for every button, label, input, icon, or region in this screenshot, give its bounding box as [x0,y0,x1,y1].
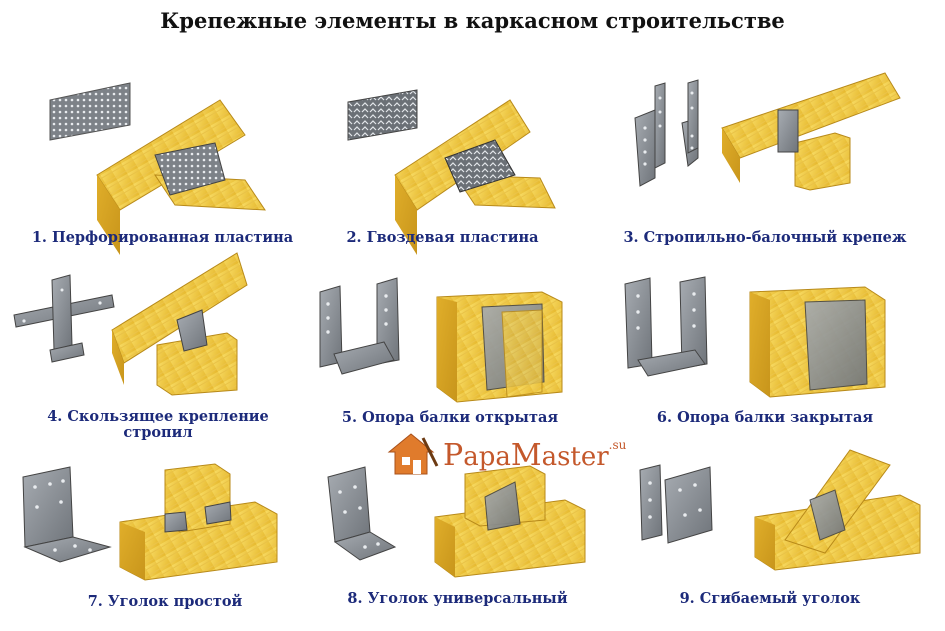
caption-7: 7. Уголок простой [87,593,243,610]
house-icon [387,433,439,475]
caption-3: 3. Стропильно-балочный крепеж [623,229,907,246]
nail-plate-illustration [347,89,556,255]
page-title: Крепежные элементы в каркасном строитель… [160,8,785,33]
sliding-mount-illustration [13,252,248,396]
papamaster-logo: PapaMaster.su [385,430,627,480]
caption-5: 5. Опора балки открытая [341,409,559,426]
rafter-beam-illustration [634,72,901,191]
caption-8: 8. Уголок универсальный [347,590,568,607]
caption-4-line2: стропил [123,424,193,441]
perforated-plate-illustration [49,82,266,255]
caption-2: 2. Гвоздевая пластина [346,229,539,246]
caption-1: 1. Перфорированная пластина [31,229,294,246]
universal-angle-illustration [327,465,586,578]
open-hanger-illustration [319,277,563,403]
simple-angle-illustration [22,463,278,581]
logo-wordmark: PapaMaster.su [443,438,627,473]
caption-9: 9. Сгибаемый уголок [679,590,861,607]
caption-6: 6. Опора балки закрытая [656,409,874,426]
bendable-angle-illustration [639,449,921,571]
closed-hanger-illustration [624,276,886,398]
caption-4-line1: 4. Скользящее крепление [47,408,269,425]
